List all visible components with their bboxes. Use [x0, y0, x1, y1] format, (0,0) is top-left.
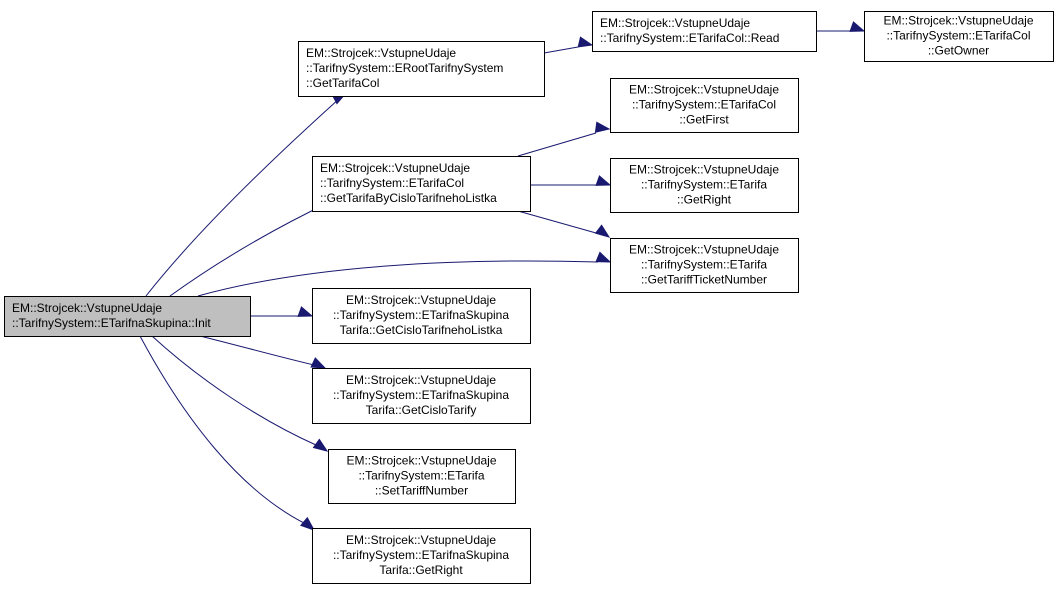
arrowhead-icon [310, 357, 327, 369]
node-label-line: ::TarifnySystem::ETarifa [641, 178, 767, 192]
node-label-line: EM::Strojcek::VstupneUdaje [320, 161, 470, 175]
node-getTarifaCol[interactable]: EM::Strojcek::VstupneUdaje::TarifnySyste… [298, 41, 545, 97]
node-label-line: ::TarifnySystem::ETarifaCol [320, 176, 464, 190]
node-box[interactable] [312, 368, 531, 424]
node-box[interactable] [610, 158, 799, 213]
arrowhead-icon [849, 21, 866, 32]
node-getTarifaByCislo[interactable]: EM::Strojcek::VstupneUdaje::TarifnySyste… [312, 156, 531, 212]
node-label-line: ::TarifnySystem::ETarifaCol [886, 29, 1030, 43]
node-label-line: ::GetRight [677, 193, 732, 207]
edge-init-to-getCisloTarifnehoListka [250, 306, 314, 317]
edge-line [517, 132, 597, 157]
node-label-line: ::GetOwner [928, 44, 989, 58]
node-box[interactable] [312, 288, 531, 344]
node-label-line: EM::Strojcek::VstupneUdaje [12, 301, 162, 315]
edge-init-to-getTariffTicketNumber [197, 251, 612, 297]
node-label-line: ::TarifnySystem::ETarifnaSkupina::Init [12, 316, 211, 330]
arrowhead-icon [595, 251, 612, 263]
node-box[interactable] [592, 11, 817, 52]
node-label-line: EM::Strojcek::VstupneUdaje [346, 454, 496, 468]
node-box[interactable] [4, 296, 251, 337]
node-getRightSkupina[interactable]: EM::Strojcek::VstupneUdaje::TarifnySyste… [312, 528, 531, 584]
node-label-line: EM::Strojcek::VstupneUdaje [600, 16, 750, 30]
arrowhead-icon [577, 36, 594, 48]
edge-line [197, 260, 599, 297]
node-box[interactable] [312, 528, 531, 584]
node-init[interactable]: EM::Strojcek::VstupneUdaje::TarifnySyste… [4, 296, 251, 337]
node-label-line: EM::Strojcek::VstupneUdaje [629, 83, 779, 97]
arrowhead-icon [594, 224, 611, 238]
node-label-line: EM::Strojcek::VstupneUdaje [346, 533, 496, 547]
node-label-line: Tarifa::GetRight [379, 563, 463, 577]
edge-getTarifaCol-to-read [543, 36, 594, 54]
node-getTariffTicketNumber[interactable]: EM::Strojcek::VstupneUdaje::TarifnySyste… [610, 238, 799, 293]
node-label-line: EM::Strojcek::VstupneUdaje [883, 14, 1033, 28]
node-label-line: EM::Strojcek::VstupneUdaje [629, 163, 779, 177]
node-label-line: ::TarifnySystem::ETarifa [641, 258, 767, 272]
node-label-line: ::GetTariffTicketNumber [641, 273, 767, 287]
node-setTariffNumber[interactable]: EM::Strojcek::VstupneUdaje::TarifnySyste… [328, 449, 516, 504]
edge-line [139, 335, 305, 524]
edge-getTarifaByCislo-to-getTariffTicketNumber [517, 210, 611, 238]
edge-line [145, 97, 341, 297]
node-label-line: Tarifa::GetCisloTarifnehoListka [340, 323, 503, 337]
arrowhead-icon [594, 121, 611, 133]
arrowhead-icon [595, 175, 612, 186]
node-box[interactable] [864, 11, 1054, 62]
edge-init-to-getRightSkupina [139, 335, 316, 531]
node-label-line: ::TarifnySystem::ETarifa [358, 469, 484, 483]
node-box[interactable] [610, 238, 799, 293]
node-box[interactable] [312, 156, 531, 212]
edge-line [517, 210, 597, 234]
nodes-layer: EM::Strojcek::VstupneUdaje::TarifnySyste… [4, 11, 1054, 584]
node-getOwner[interactable]: EM::Strojcek::VstupneUdaje::TarifnySyste… [864, 11, 1054, 62]
node-label-line: ::TarifnySystem::ETarifnaSkupina [333, 548, 509, 562]
node-getFirst[interactable]: EM::Strojcek::VstupneUdaje::TarifnySyste… [610, 78, 799, 133]
node-read[interactable]: EM::Strojcek::VstupneUdaje::TarifnySyste… [592, 11, 817, 52]
arrowhead-icon [299, 516, 316, 531]
arrowhead-icon [297, 306, 314, 317]
edge-getTarifaByCislo-to-getRightTarifa [530, 175, 612, 186]
node-box[interactable] [328, 449, 516, 504]
node-label-line: EM::Strojcek::VstupneUdaje [346, 293, 496, 307]
node-getCisloTarifnehoListka[interactable]: EM::Strojcek::VstupneUdaje::TarifnySyste… [312, 288, 531, 344]
node-label-line: ::TarifnySystem::ETarifaCol::Read [600, 31, 779, 45]
node-label-line: ::GetFirst [679, 113, 729, 127]
node-label-line: EM::Strojcek::VstupneUdaje [629, 243, 779, 257]
node-label-line: ::GetTarifaByCisloTarifnehoListka [320, 191, 497, 205]
edge-init-to-setTariffNumber [151, 335, 329, 452]
node-label-line: EM::Strojcek::VstupneUdaje [306, 46, 456, 60]
edge-line [169, 199, 335, 297]
arrowhead-icon [312, 438, 329, 452]
edge-init-to-getCisloTarify [199, 335, 327, 369]
node-box[interactable] [298, 41, 545, 97]
node-label-line: EM::Strojcek::VstupneUdaje [346, 373, 496, 387]
node-label-line: ::TarifnySystem::ETarifnaSkupina [333, 308, 509, 322]
node-label-line: ::GetTarifaCol [306, 76, 379, 90]
node-label-line: Tarifa::GetCisloTarify [366, 403, 477, 417]
edge-line [151, 335, 317, 446]
edge-getTarifaByCislo-to-getFirst [517, 121, 611, 157]
node-box[interactable] [610, 78, 799, 133]
node-label-line: ::SetTariffNumber [375, 484, 468, 498]
edge-line [543, 46, 579, 54]
node-label-line: ::TarifnySystem::ETarifnaSkupina [333, 388, 509, 402]
edge-read-to-getOwner [816, 21, 866, 32]
node-getCisloTarify[interactable]: EM::Strojcek::VstupneUdaje::TarifnySyste… [312, 368, 531, 424]
node-label-line: ::TarifnySystem::ERootTarifnySystem [306, 61, 503, 75]
node-label-line: ::TarifnySystem::ETarifaCol [632, 98, 776, 112]
edge-line [199, 335, 315, 366]
node-getRightTarifa[interactable]: EM::Strojcek::VstupneUdaje::TarifnySyste… [610, 158, 799, 213]
